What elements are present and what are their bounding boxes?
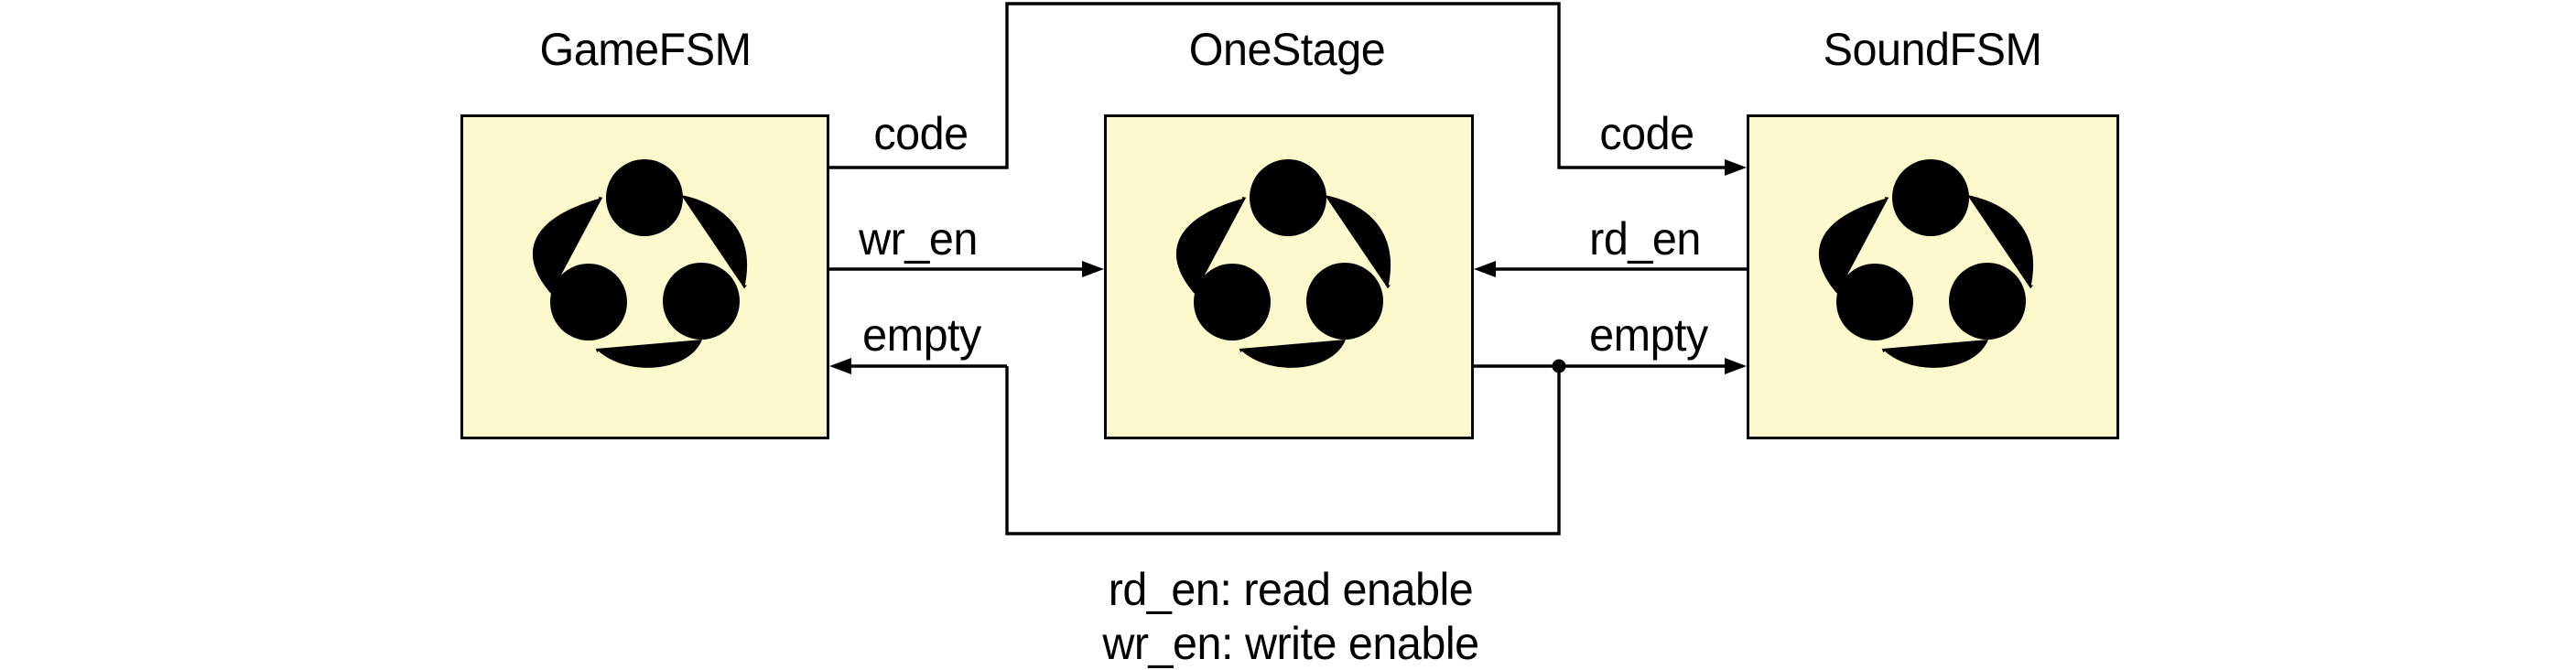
signal-label-code-left: code: [873, 108, 969, 159]
wr-en-arrowhead: [1082, 261, 1104, 277]
signal-label-empty-left: empty: [862, 309, 981, 361]
empty-feedback-wire: [1005, 366, 1561, 535]
junction-dot: [1552, 359, 1566, 373]
module-title-onestage: OneStage: [1188, 24, 1386, 75]
signal-label-empty-right: empty: [1589, 309, 1708, 361]
signal-label-rd-en: rd_en: [1589, 213, 1701, 265]
module-title-gamefsm: GameFSM: [539, 24, 752, 75]
module-title-soundfsm: SoundFSM: [1823, 24, 2042, 75]
empty-arrowhead-left: [829, 358, 851, 374]
signal-label-wr-en: wr_en: [859, 213, 978, 265]
empty-arrowhead-right: [1725, 358, 1747, 374]
code-wire: [829, 2, 1726, 169]
legend-wr-en: wr_en: write enable: [1102, 618, 1479, 669]
code-arrowhead: [1725, 159, 1747, 176]
signal-label-code-right: code: [1599, 108, 1694, 159]
fsm-state-cycle-icon: [1802, 142, 2040, 389]
rd-en-arrowhead: [1474, 261, 1496, 277]
fsm-state-cycle-icon: [1159, 142, 1397, 389]
legend-rd-en: rd_en: read enable: [1108, 564, 1474, 615]
fsm-state-cycle-icon: [515, 142, 753, 389]
